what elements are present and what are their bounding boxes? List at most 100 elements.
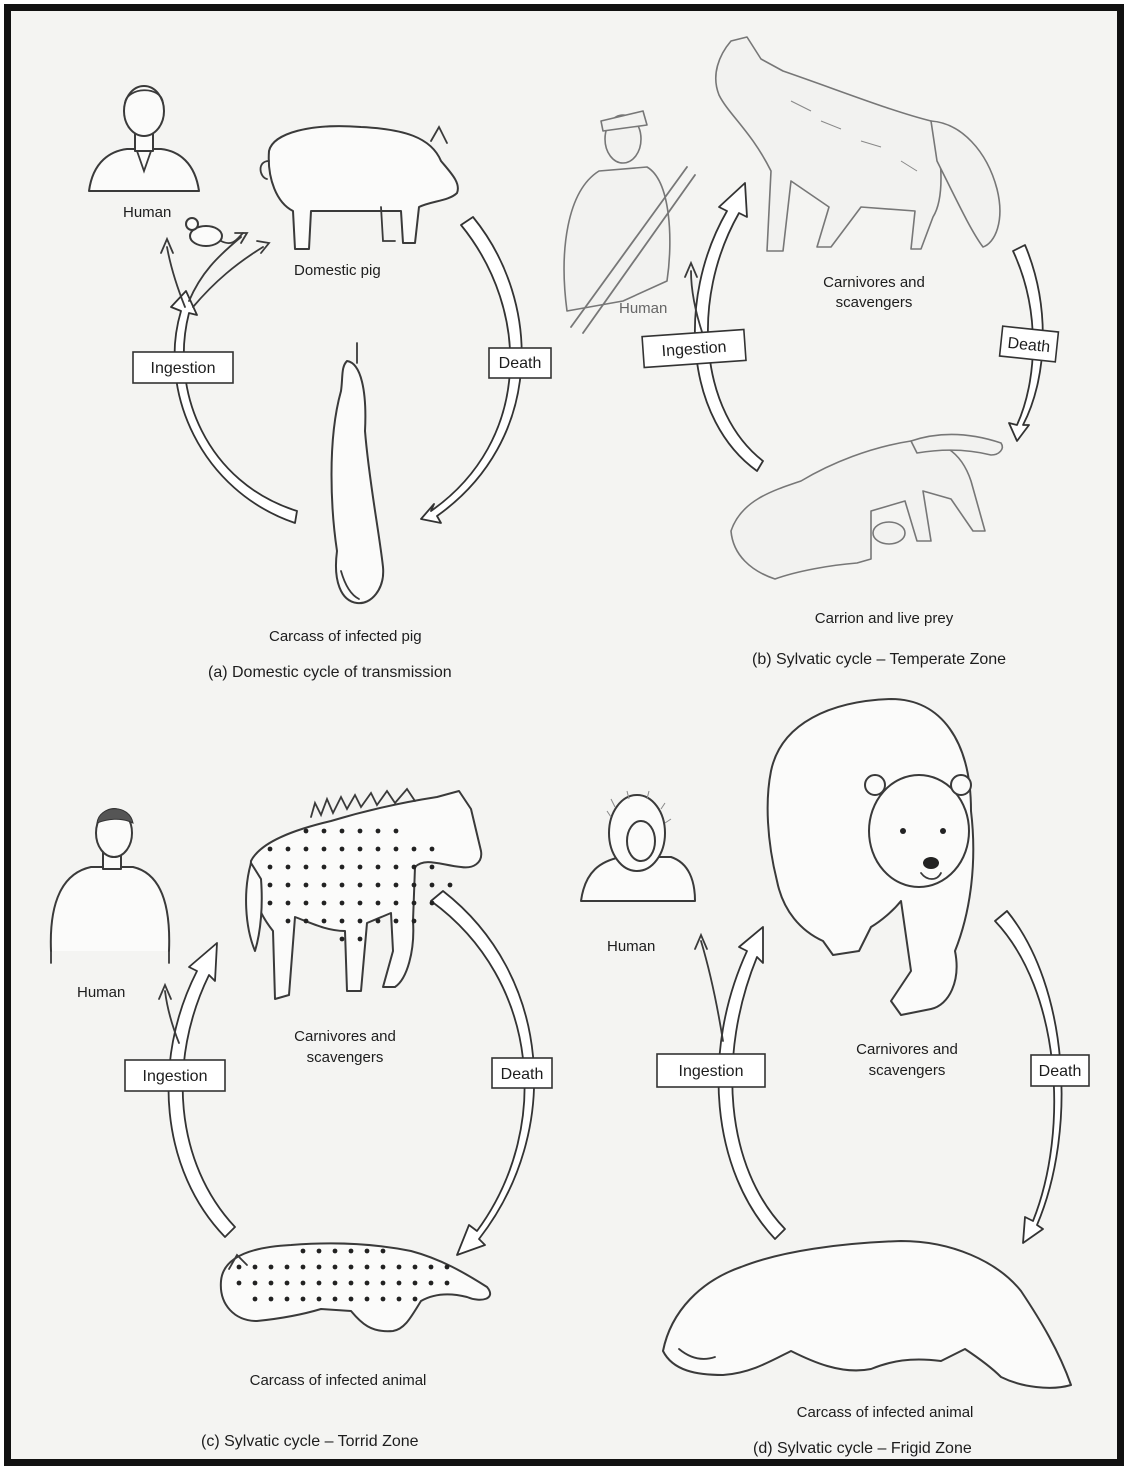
- panel-d-branch-to-human: [701, 941, 723, 1041]
- panel-c-death-label: Death: [501, 1066, 544, 1083]
- fur-spot: [286, 919, 291, 924]
- panel-d-frigid-cycle: Human Carnivores and scavengers Carcass …: [581, 699, 1089, 1457]
- fur-spot: [394, 901, 399, 906]
- panel-d-human-figure: [581, 791, 695, 901]
- fur-spot: [304, 883, 309, 888]
- fur-spot: [322, 829, 327, 834]
- panel-b-ingestion-arrow: [695, 183, 763, 471]
- fur-spot: [237, 1265, 242, 1270]
- fur-spot: [394, 829, 399, 834]
- panel-a-death-label: Death: [499, 355, 542, 372]
- fur-spot: [269, 1281, 274, 1286]
- panel-b-human-label: Human: [619, 300, 667, 317]
- fur-spot: [394, 883, 399, 888]
- fur-spot: [285, 1281, 290, 1286]
- fur-spot: [322, 847, 327, 852]
- fur-spot: [322, 919, 327, 924]
- fur-spot: [358, 883, 363, 888]
- fur-spot: [333, 1297, 338, 1302]
- fur-spot: [269, 1297, 274, 1302]
- fur-spot: [394, 919, 399, 924]
- panel-c-host-label-line2: scavengers: [307, 1049, 384, 1066]
- panel-c-carcass-label: Carcass of infected animal: [250, 1372, 427, 1389]
- fur-spot: [412, 919, 417, 924]
- fur-spot: [268, 901, 273, 906]
- fur-spot: [376, 847, 381, 852]
- fur-spot: [317, 1249, 322, 1254]
- fur-spot: [340, 829, 345, 834]
- fur-spot: [340, 937, 345, 942]
- fur-spot: [365, 1265, 370, 1270]
- fur-spot: [304, 919, 309, 924]
- fur-spot: [397, 1281, 402, 1286]
- fur-spot: [376, 865, 381, 870]
- panel-c-carcass-figure: [221, 1243, 490, 1331]
- fur-spot: [322, 883, 327, 888]
- panel-d-host-label-line1: Carnivores and: [856, 1041, 958, 1058]
- panel-d-caption: (d) Sylvatic cycle – Frigid Zone: [753, 1440, 972, 1457]
- fur-spot: [376, 901, 381, 906]
- panel-d-carcass-label: Carcass of infected animal: [797, 1404, 974, 1421]
- fur-spot: [253, 1281, 258, 1286]
- panel-a-human-figure: [89, 86, 199, 191]
- fur-spot: [397, 1265, 402, 1270]
- panel-d-human-label: Human: [607, 938, 655, 955]
- fur-spot: [358, 865, 363, 870]
- panel-c-branch-to-human: [165, 991, 179, 1043]
- fur-spot: [413, 1265, 418, 1270]
- fur-spot: [445, 1265, 450, 1270]
- fur-spot: [340, 919, 345, 924]
- panel-b-host-label-line2: scavengers: [836, 294, 913, 311]
- fur-spot: [430, 847, 435, 852]
- fur-spot: [304, 865, 309, 870]
- fur-spot: [301, 1281, 306, 1286]
- fur-spot: [349, 1265, 354, 1270]
- fur-spot: [317, 1281, 322, 1286]
- fur-spot: [413, 1297, 418, 1302]
- fur-spot: [376, 919, 381, 924]
- fur-spot: [430, 901, 435, 906]
- panel-a-pig-carcass-figure: [332, 343, 384, 603]
- fur-spot: [286, 865, 291, 870]
- panel-c-torrid-cycle: Human Carnivores and scavengers Carcass …: [51, 789, 552, 1450]
- panel-c-human-label: Human: [77, 984, 125, 1001]
- fur-spot: [333, 1249, 338, 1254]
- fur-spot: [381, 1249, 386, 1254]
- fur-spot: [445, 1281, 450, 1286]
- panel-d-host-label-line2: scavengers: [869, 1062, 946, 1079]
- fur-spot: [286, 901, 291, 906]
- fur-spot: [349, 1281, 354, 1286]
- fur-spot: [429, 1281, 434, 1286]
- panel-b-fox-figure: [716, 37, 1000, 251]
- fur-spot: [394, 865, 399, 870]
- fur-spot: [381, 1265, 386, 1270]
- fur-spot: [304, 901, 309, 906]
- fur-spot: [412, 901, 417, 906]
- fur-spot: [448, 883, 453, 888]
- figure-page: Human Domestic pig Carcass of infected p…: [4, 4, 1124, 1466]
- fur-spot: [381, 1281, 386, 1286]
- fur-spot: [365, 1249, 370, 1254]
- fur-spot: [349, 1249, 354, 1254]
- transmission-cycles-diagram: Human Domestic pig Carcass of infected p…: [11, 11, 1124, 1459]
- panel-b-wildcat-figure: [731, 434, 1002, 579]
- panel-b-carcass-label: Carrion and live prey: [815, 610, 954, 627]
- panel-a-ingestion-arrow: [171, 291, 297, 523]
- fur-spot: [412, 847, 417, 852]
- fur-spot: [285, 1265, 290, 1270]
- panel-d-death-label: Death: [1039, 1063, 1082, 1080]
- fur-spot: [322, 901, 327, 906]
- fur-spot: [301, 1249, 306, 1254]
- fur-spot: [365, 1281, 370, 1286]
- fur-spot: [394, 847, 399, 852]
- fur-spot: [253, 1297, 258, 1302]
- fur-spot: [340, 865, 345, 870]
- panel-c-ingestion-label: Ingestion: [143, 1068, 208, 1085]
- fur-spot: [304, 829, 309, 834]
- fur-spot: [268, 865, 273, 870]
- fur-spot: [237, 1281, 242, 1286]
- fur-spot: [301, 1265, 306, 1270]
- fur-spot: [358, 919, 363, 924]
- fur-spot: [268, 847, 273, 852]
- fur-spot: [349, 1297, 354, 1302]
